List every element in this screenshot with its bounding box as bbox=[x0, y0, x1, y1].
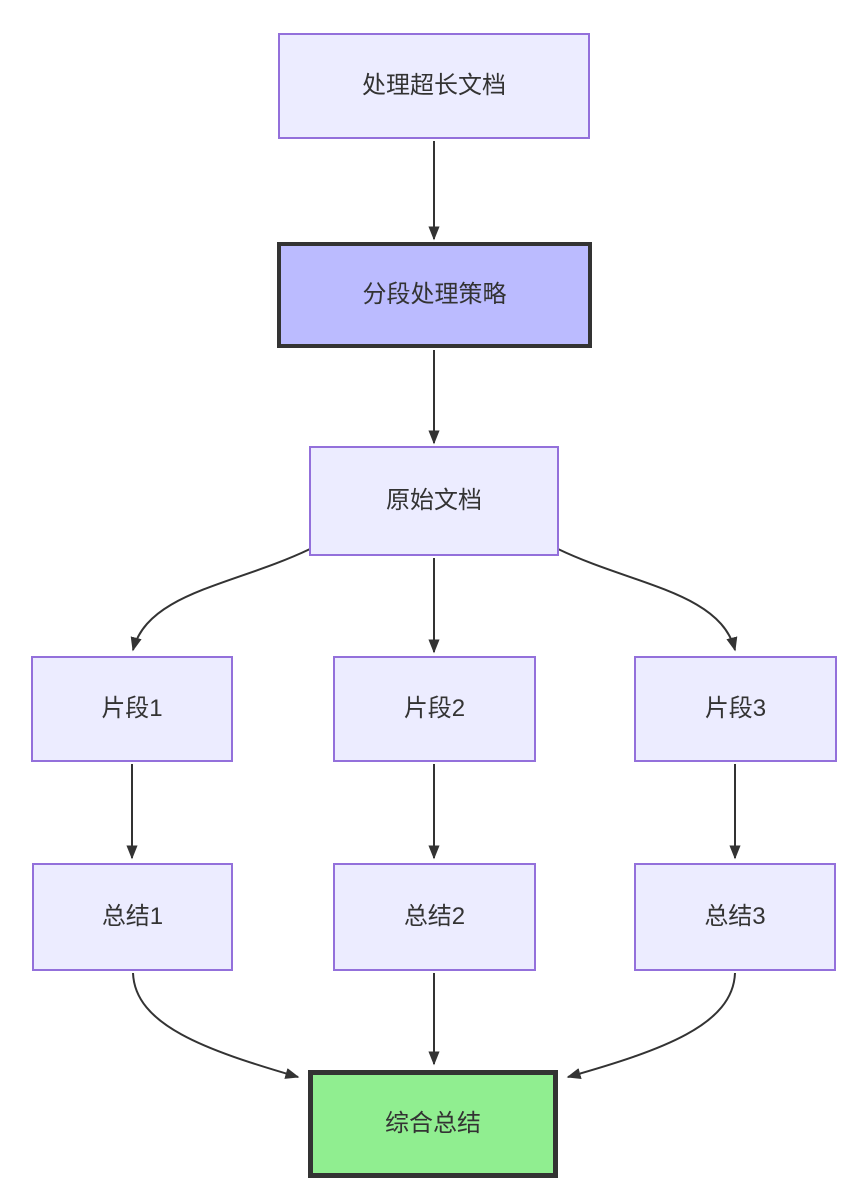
node-summary2: 总结2 bbox=[333, 863, 536, 971]
node-start: 处理超长文档 bbox=[278, 33, 590, 139]
node-summary3: 总结3 bbox=[634, 863, 836, 971]
node-fragment2-label: 片段2 bbox=[403, 694, 466, 722]
node-summary1: 总结1 bbox=[32, 863, 233, 971]
node-source-label: 原始文档 bbox=[386, 486, 482, 514]
edge-source-to-fragment1 bbox=[130, 548, 311, 652]
node-summary1-label: 总结1 bbox=[101, 902, 164, 930]
node-start-label: 处理超长文档 bbox=[362, 71, 506, 99]
node-fragment3: 片段3 bbox=[634, 656, 837, 762]
node-final: 综合总结 bbox=[308, 1070, 558, 1178]
node-summary2-label: 总结2 bbox=[403, 902, 466, 930]
node-fragment3-label: 片段3 bbox=[704, 694, 767, 722]
node-fragment1-label: 片段1 bbox=[101, 694, 163, 722]
node-final-label: 综合总结 bbox=[385, 1109, 481, 1137]
node-strategy-label: 分段处理策略 bbox=[362, 280, 507, 308]
node-summary3-label: 总结3 bbox=[704, 902, 766, 930]
edge-summary3-to-final bbox=[566, 972, 736, 1079]
node-fragment2: 片段2 bbox=[333, 656, 536, 762]
node-fragment1: 片段1 bbox=[31, 656, 233, 762]
edge-summary1-to-final bbox=[132, 972, 300, 1079]
edge-source-to-fragment3 bbox=[557, 548, 738, 652]
node-strategy: 分段处理策略 bbox=[277, 242, 592, 348]
node-source: 原始文档 bbox=[309, 446, 559, 556]
